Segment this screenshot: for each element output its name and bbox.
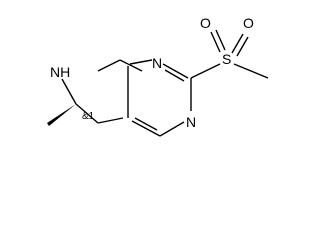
- atom-n3: N: [186, 114, 196, 130]
- bond-c2-s: [190, 63, 221, 79]
- bond-c5-c4a: [97, 117, 124, 124]
- atom-n1: N: [152, 55, 162, 71]
- bond-c8a-n1: [129, 59, 153, 65]
- bond-c4-c4a-inner: [134, 117, 158, 131]
- bond-n7-c6: [61, 78, 77, 105]
- atom-o-top: O: [200, 15, 211, 31]
- wedge-bond-methyl: [47, 104, 76, 126]
- bond-s-o-top-double: [215, 29, 226, 51]
- bond-n1-c2: [162, 63, 189, 79]
- bond-c4-c4a: [131, 120, 161, 137]
- bond-s-o-bottom-double: [236, 36, 249, 57]
- atom-s: S: [222, 51, 231, 67]
- structure-canvas: NH N N S O O &1: [47, 15, 269, 137]
- bond-s-o-bottom: [231, 33, 244, 54]
- bond-n3-c4: [159, 121, 185, 137]
- bond-n1-c2-inner: [164, 69, 185, 82]
- molecule-diagram: NH N N S O O &1: [47, 15, 269, 137]
- atom-o-bottom: O: [243, 15, 254, 31]
- bond-c8-c8a: [119, 59, 143, 72]
- bond-s-o-top: [210, 31, 221, 53]
- stereo-flag: &1: [82, 111, 95, 122]
- bond-s-methyl: [233, 63, 269, 79]
- bond-c8-n7: [97, 59, 121, 72]
- atom-nh: NH: [50, 64, 70, 80]
- bond-c6-c5: [75, 103, 99, 124]
